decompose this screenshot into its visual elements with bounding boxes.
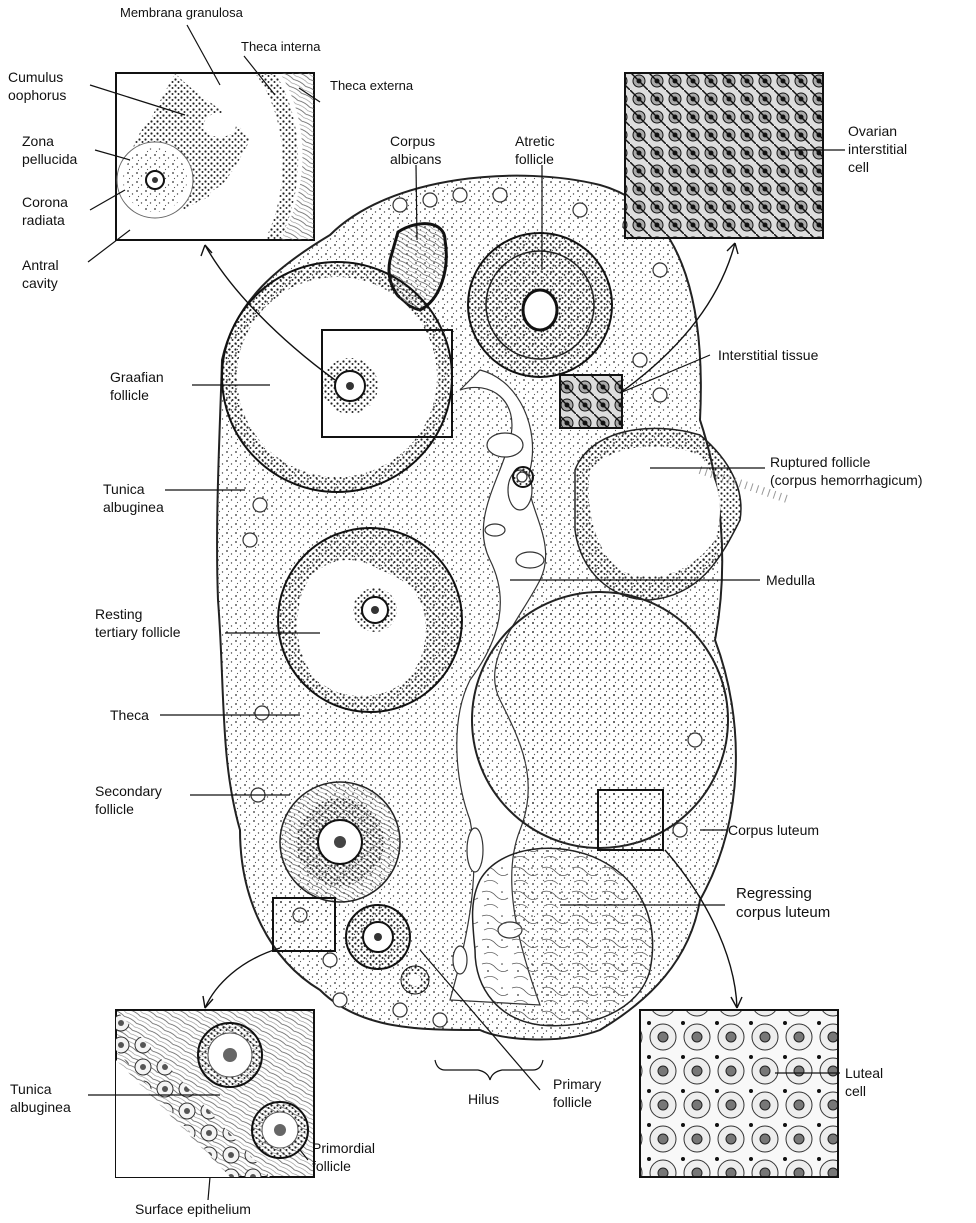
label-corona-radiata-2: radiata	[22, 211, 65, 229]
label-regressing-corpus-luteum-1: Regressing	[736, 884, 812, 903]
label-theca-externa: Theca externa	[330, 77, 413, 95]
label-cumulus-oophorus-1: Cumulus	[8, 68, 63, 86]
graafian-follicle	[222, 262, 452, 492]
label-corpus-luteum: Corpus luteum	[728, 821, 819, 839]
label-tunica-albuginea-top-2: albuginea	[103, 498, 164, 516]
label-hilus: Hilus	[468, 1090, 499, 1108]
label-resting-tertiary-2: tertiary follicle	[95, 623, 181, 641]
label-primary-follicle-2: follicle	[553, 1093, 592, 1111]
label-corpus-albicans-1: Corpus	[390, 132, 435, 150]
label-primary-follicle-1: Primary	[553, 1075, 601, 1093]
inset-luteal-cells	[640, 1010, 838, 1177]
label-ovarian-interstitial-cell-1: Ovarian	[848, 122, 897, 140]
label-ruptured-follicle-2: (corpus hemorrhagicum)	[770, 471, 923, 489]
surface-region-box	[273, 898, 335, 951]
label-antral-cavity-2: cavity	[22, 274, 58, 292]
atretic-follicle	[468, 233, 612, 377]
label-membrana-granulosa: Membrana granulosa	[120, 4, 243, 22]
label-theca: Theca	[110, 706, 149, 724]
label-ovarian-interstitial-cell-2: interstitial	[848, 140, 907, 158]
label-zona-pellucida-2: pellucida	[22, 150, 77, 168]
interstitial-tissue-box	[560, 375, 622, 428]
inset-graafian-detail	[116, 73, 314, 240]
label-secondary-follicle-1: Secondary	[95, 782, 162, 800]
inset-interstitial-cells	[625, 73, 823, 238]
label-surface-epithelium: Surface epithelium	[135, 1200, 251, 1218]
label-primordial-follicle-1: Primordial	[312, 1139, 375, 1157]
label-interstitial-tissue: Interstitial tissue	[718, 346, 818, 364]
label-graafian-follicle-2: follicle	[110, 386, 149, 404]
label-regressing-corpus-luteum-2: corpus luteum	[736, 903, 830, 922]
label-resting-tertiary-1: Resting	[95, 605, 142, 623]
label-atretic-follicle-2: follicle	[515, 150, 554, 168]
label-zona-pellucida-1: Zona	[22, 132, 54, 150]
label-corona-radiata-1: Corona	[22, 193, 68, 211]
label-graafian-follicle-1: Graafian	[110, 368, 164, 386]
label-secondary-follicle-2: follicle	[95, 800, 134, 818]
ruptured-follicle	[575, 428, 790, 600]
label-ovarian-interstitial-cell-3: cell	[848, 158, 869, 176]
label-luteal-cell-2: cell	[845, 1082, 866, 1100]
label-cumulus-oophorus-2: oophorus	[8, 86, 66, 104]
label-medulla: Medulla	[766, 571, 815, 589]
label-tunica-albuginea-bottom-1: Tunica	[10, 1080, 52, 1098]
label-tunica-albuginea-bottom-2: albuginea	[10, 1098, 71, 1116]
corpus-luteum	[472, 592, 728, 850]
inset-surface-epithelium	[116, 1010, 314, 1177]
secondary-follicle	[280, 782, 400, 902]
label-antral-cavity-1: Antral	[22, 256, 59, 274]
label-primordial-follicle-2: follicle	[312, 1157, 351, 1175]
label-theca-interna: Theca interna	[241, 38, 321, 56]
resting-tertiary-follicle	[278, 528, 462, 712]
label-tunica-albuginea-top-1: Tunica	[103, 480, 145, 498]
label-ruptured-follicle-1: Ruptured follicle	[770, 453, 870, 471]
label-corpus-albicans-2: albicans	[390, 150, 441, 168]
label-atretic-follicle-1: Atretic	[515, 132, 555, 150]
label-luteal-cell-1: Luteal	[845, 1064, 883, 1082]
